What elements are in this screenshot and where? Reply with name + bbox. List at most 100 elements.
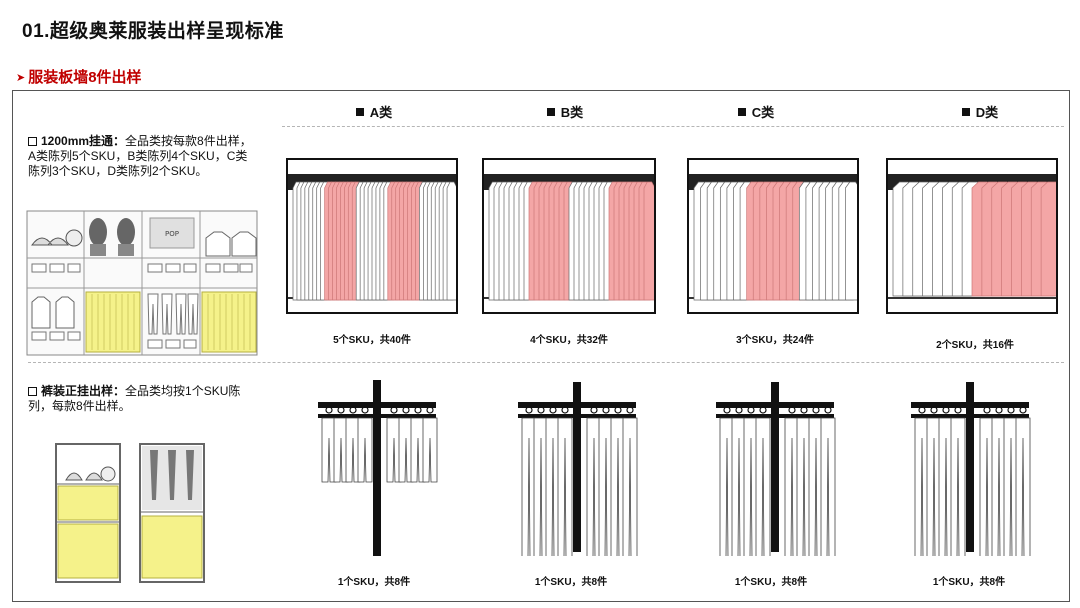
garment-group <box>693 181 755 301</box>
caption-d: 2个SKU，共16件 <box>936 340 1014 351</box>
column-header-a: A类 <box>314 102 434 121</box>
section-subtitle: ➤服装板墙8件出样 <box>16 66 142 87</box>
hanger-hook <box>525 406 533 414</box>
garment-group <box>971 181 1056 297</box>
checkbox-icon <box>28 387 37 396</box>
arrow-icon: ➤ <box>16 72 26 84</box>
caption-b: 4个SKU，共32件 <box>530 335 608 346</box>
hanger-arm <box>518 402 636 408</box>
hanger-hook <box>614 406 622 414</box>
square-icon <box>961 108 970 116</box>
caption-pants-d: 1个SKU，共8件 <box>932 577 1006 588</box>
square-icon <box>355 108 364 116</box>
hanger-hook <box>1007 406 1015 414</box>
hanger-arm <box>716 414 834 418</box>
stand-pole <box>771 382 779 552</box>
rack-drawing-b <box>484 174 654 301</box>
page-title: 01.超级奥莱服装出样呈现标准 <box>22 21 284 42</box>
hanging-garment <box>446 181 456 301</box>
section1-note: 1200mm挂通：全品类按每款8件出样，A类陈列5个SKU，B类陈列4个SKU，… <box>28 134 258 179</box>
garment-group <box>528 181 576 301</box>
hanging-pants <box>820 417 836 556</box>
column-header-d: D类 <box>920 102 1040 121</box>
hanger-hook <box>1019 406 1027 414</box>
wall-illustration: POP <box>26 210 258 356</box>
hanging-pants <box>357 417 373 483</box>
garment-group <box>746 181 808 301</box>
hanger-hook <box>812 406 820 414</box>
rack-drawing-c <box>689 174 857 301</box>
rack-panel-c <box>687 158 859 314</box>
hanger-hook <box>426 406 434 414</box>
hanger-hook <box>995 406 1003 414</box>
hanger-hook <box>602 406 610 414</box>
hanger-hook <box>349 406 357 414</box>
hanger-hook <box>954 406 962 414</box>
hanger-hook <box>824 406 832 414</box>
hanger-hook <box>626 406 634 414</box>
pants-group <box>914 406 1031 556</box>
pants-drawing-b <box>512 380 642 556</box>
caption-pants-a: 1个SKU，共8件 <box>337 577 411 588</box>
column-header-b: B类 <box>505 102 625 121</box>
rack-panel-a <box>286 158 458 314</box>
rack-drawing-d <box>888 174 1056 299</box>
hanger-hook <box>549 406 557 414</box>
pop-label: POP <box>165 230 179 238</box>
pants-fixture-illustration <box>52 440 222 586</box>
pants-drawing-a <box>312 380 442 556</box>
pants-group <box>521 406 638 556</box>
pants-svg-b <box>518 382 638 556</box>
garment-group <box>387 181 426 301</box>
hanging-garment <box>643 181 654 301</box>
hanger-hook <box>337 406 345 414</box>
hanger-hook <box>918 406 926 414</box>
hanger-hook <box>930 406 938 414</box>
stand-pole <box>573 382 581 552</box>
square-icon <box>737 108 746 116</box>
hanging-pants <box>1015 417 1031 556</box>
hanger-hook <box>561 406 569 414</box>
rack-panel-b <box>482 158 656 314</box>
garment-group <box>355 181 395 301</box>
hanger-arm <box>911 402 1029 408</box>
hanger-hook <box>414 406 422 414</box>
header-divider <box>282 126 1064 127</box>
pants-group <box>719 406 836 556</box>
hanger-arm <box>318 402 436 408</box>
rack-panel-d <box>886 158 1058 314</box>
pants-svg-a <box>318 380 438 556</box>
garment-group <box>324 181 363 301</box>
subtitle-text: 服装板墙8件出样 <box>28 69 142 86</box>
pants-drawing-d <box>905 380 1035 556</box>
hanger-hook <box>590 406 598 414</box>
hanger-arm <box>716 402 834 408</box>
hanger-hook <box>788 406 796 414</box>
hanging-pants <box>950 417 966 556</box>
section2-text: 全品类均按1个SKU陈列，每款8件出样。 <box>28 384 241 413</box>
section2-heading: 裤装正挂出样： <box>41 384 126 398</box>
hanger-arm <box>518 414 636 418</box>
garment-group <box>892 181 985 297</box>
hanger-arm <box>318 414 436 418</box>
stand-pole <box>373 380 381 556</box>
caption-a: 5个SKU，共40件 <box>333 335 411 346</box>
hanging-pants <box>422 417 438 483</box>
hanger-hook <box>325 406 333 414</box>
column-header-c: C类 <box>696 102 816 121</box>
stand-pole <box>966 382 974 552</box>
garment-group <box>568 181 616 301</box>
hanging-pants <box>557 417 573 556</box>
square-icon <box>546 108 555 116</box>
hanger-hook <box>735 406 743 414</box>
caption-pants-c: 1个SKU，共8件 <box>734 577 808 588</box>
hanger-hook <box>361 406 369 414</box>
content-frame <box>12 90 1070 602</box>
hanging-pants <box>755 417 771 556</box>
hanger-hook <box>800 406 808 414</box>
garment-group <box>608 181 654 301</box>
hanger-hook <box>723 406 731 414</box>
pants-svg-c <box>716 382 836 556</box>
checkbox-icon <box>28 137 37 146</box>
hanging-garment <box>1040 181 1056 297</box>
